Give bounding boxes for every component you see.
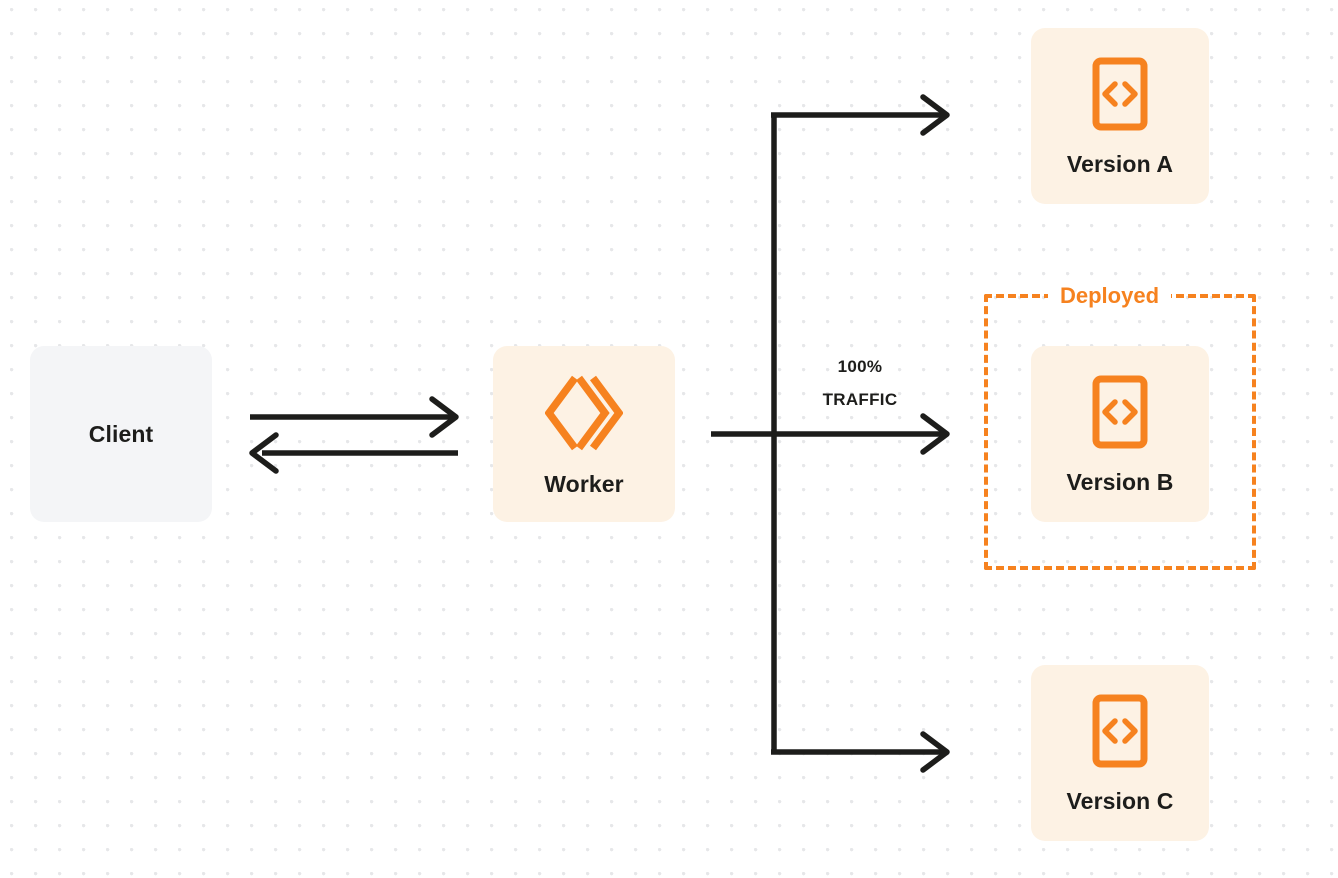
arrow-worker-to-client — [249, 432, 458, 474]
arrow-trunk-to-version-a — [771, 94, 950, 136]
traffic-caption: TRAFFIC — [822, 390, 898, 409]
cloudflare-workers-logo-icon — [545, 373, 623, 453]
code-file-icon — [1092, 694, 1148, 768]
code-file-icon — [1092, 57, 1148, 131]
arrow-client-to-worker — [250, 396, 459, 438]
traffic-annotation: 100% TRAFFIC — [782, 350, 938, 416]
node-client[interactable]: Client — [30, 346, 212, 522]
node-version-a-label: Version A — [1066, 150, 1174, 177]
traffic-percent: 100% — [837, 357, 883, 376]
node-version-c[interactable]: Version C — [1031, 665, 1209, 841]
node-client-label: Client — [88, 420, 154, 447]
node-version-c-label: Version C — [1066, 787, 1174, 814]
node-version-b-label: Version B — [1066, 468, 1174, 495]
arrow-trunk-to-version-b — [920, 413, 950, 455]
code-file-icon — [1092, 375, 1148, 449]
node-worker[interactable]: Worker — [493, 346, 675, 522]
deployed-group-label: Deployed — [1048, 283, 1172, 309]
node-worker-label: Worker — [544, 470, 624, 497]
arrow-trunk-to-version-c — [771, 731, 950, 773]
node-version-a[interactable]: Version A — [1031, 28, 1209, 204]
node-version-b[interactable]: Version B — [1031, 346, 1209, 522]
